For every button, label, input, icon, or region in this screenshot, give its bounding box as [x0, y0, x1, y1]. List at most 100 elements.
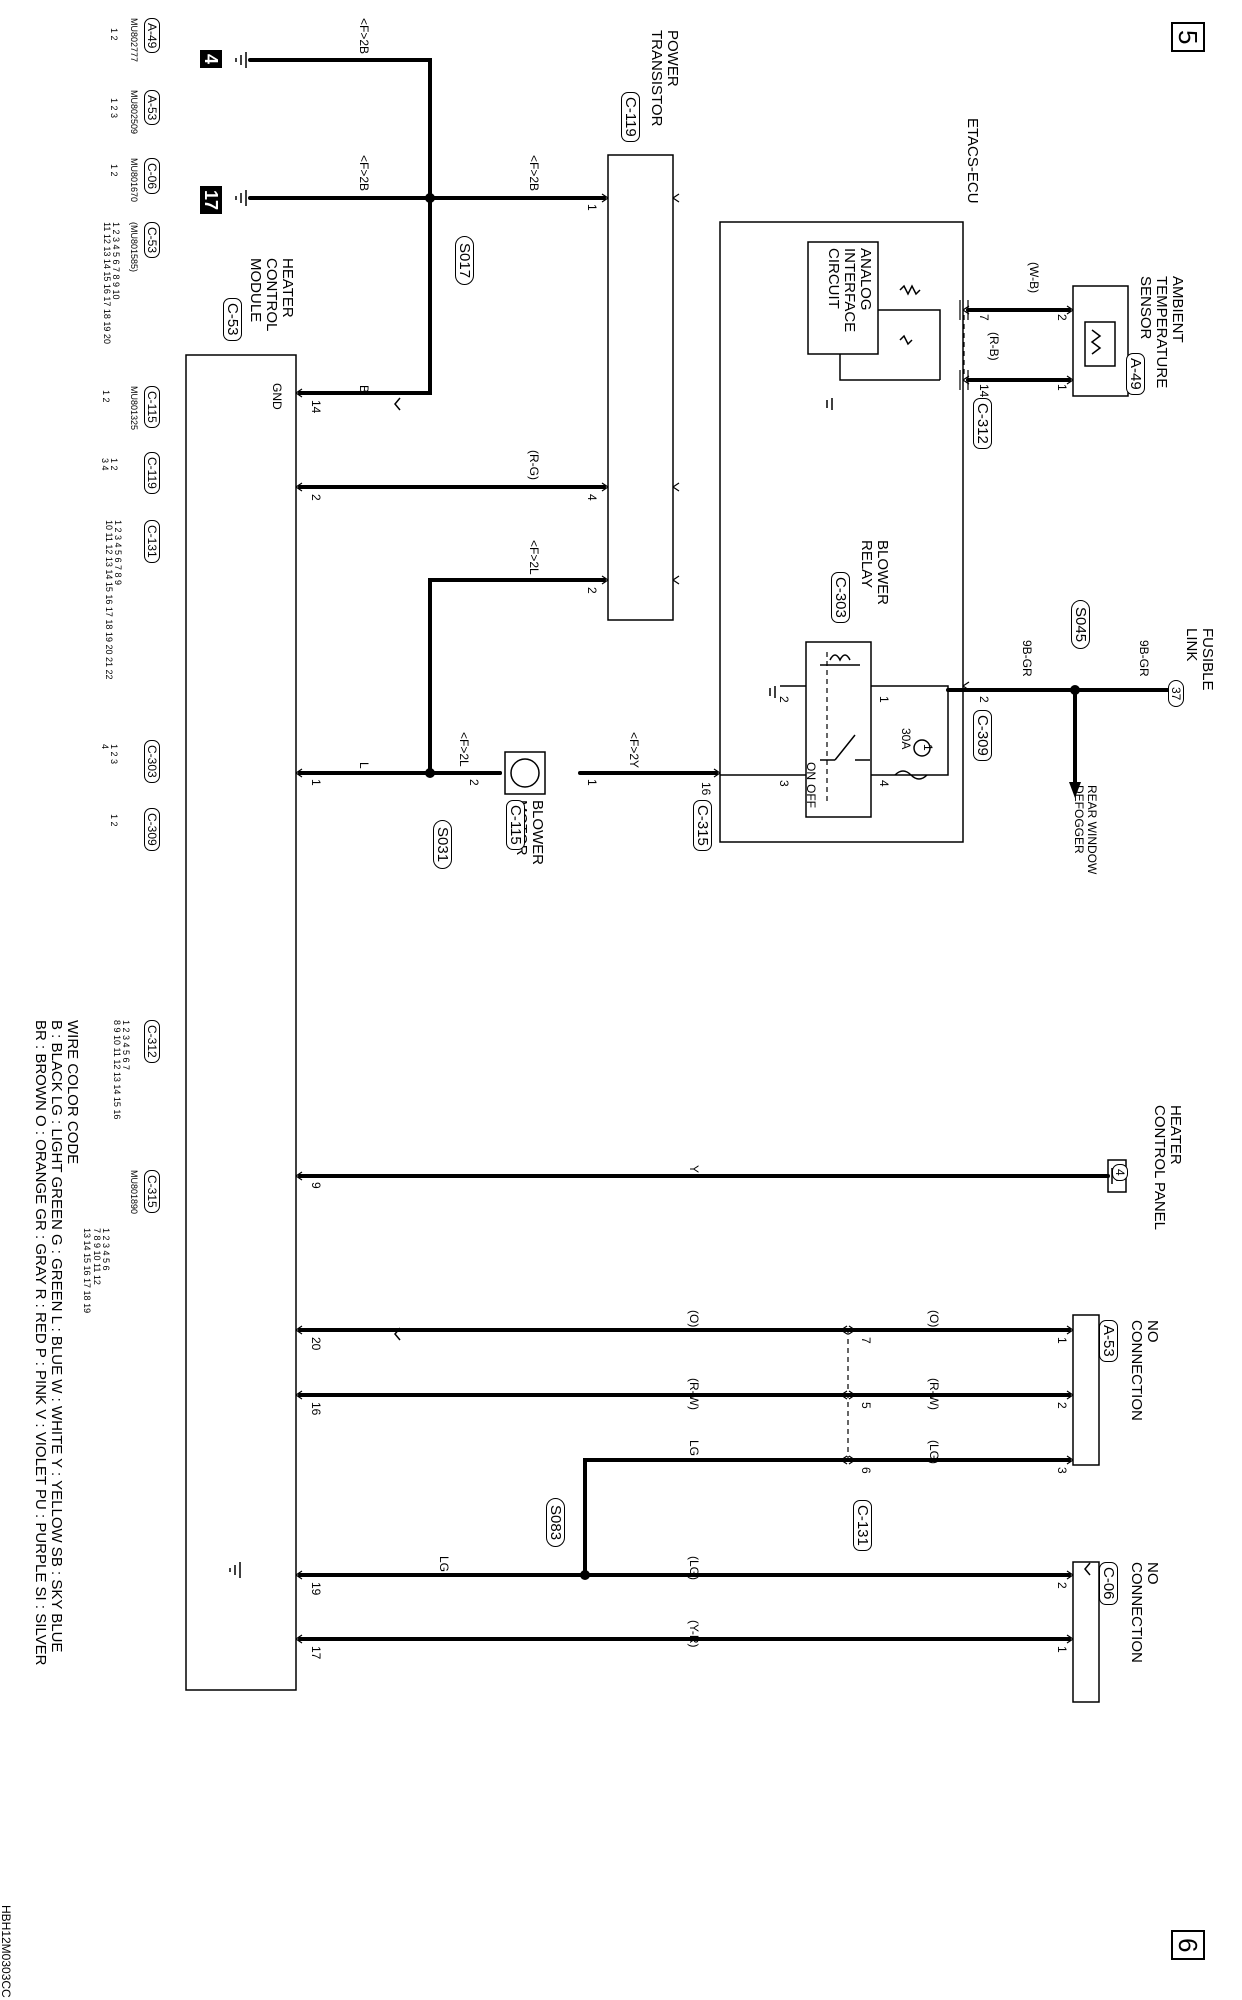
- no-connection-a53-name: NO CONNECTION: [1128, 1320, 1161, 1421]
- splice-s031-dot: [425, 768, 435, 778]
- power-transistor-frame: [607, 154, 674, 621]
- pin-mod-1: 1: [309, 779, 323, 786]
- relay-on-label: ON: [804, 762, 818, 780]
- wire-label-y: Y: [687, 1165, 701, 1174]
- pin-c06-2: 2: [1055, 1582, 1069, 1589]
- connector-c131: C-131: [853, 1500, 872, 1551]
- pin-sensor-1: 1: [1055, 384, 1069, 391]
- pin-mod-9: 9: [309, 1182, 323, 1189]
- sensor-thermistor: [1084, 321, 1116, 367]
- no-conn-c06-frame: [1072, 1561, 1100, 1703]
- legend-c309-pins: 1 2: [109, 814, 119, 827]
- power-transistor-name: POWER TRANSISTOR: [648, 30, 681, 127]
- current-arrows: [394, 397, 1091, 1576]
- page-marker-6: 6: [1171, 1930, 1205, 1961]
- no-conn-a53-frame: [1072, 1314, 1100, 1466]
- pin-relay-2: 2: [777, 696, 791, 703]
- pin-ecu-14: 14: [977, 384, 991, 398]
- relay-off-label: OFF: [804, 784, 818, 808]
- legend-c312-pins: 1 2 3 4 5 6 7 8 9 10 11 12 13 14 15 16: [111, 1020, 131, 1120]
- splice-s017-dot: [425, 193, 435, 203]
- wire-label-lg-c06: (LG): [687, 1556, 701, 1580]
- legend-c115-part: MU801325: [129, 386, 139, 431]
- pin-mod-14: 14: [309, 400, 323, 414]
- blower-relay-connector: C-303: [831, 572, 850, 623]
- no-connection-a53-connector: A-53: [1099, 1320, 1118, 1362]
- wire-label-9b-gr-top: 9B-GR: [1137, 640, 1151, 677]
- no-connection-c06-connector: C-06: [1099, 1562, 1118, 1605]
- legend-c309-code: C-309: [144, 808, 160, 851]
- ground-symbol-4: [235, 52, 247, 68]
- splice-s083-dot: [580, 1570, 590, 1580]
- wire-label-r-w-top: (R-W): [927, 1378, 941, 1410]
- legend-c131-pins: 1 2 3 4 5 6 7 8 9 10 11 12 13 14 15 16 1…: [103, 520, 123, 680]
- wire-label-lg-a53: (LG): [927, 1440, 941, 1464]
- blower-motor-connector: C-115: [506, 800, 525, 850]
- legend-c53-pins: 1 2 3 4 5 6 7 8 9 10 11 12 13 14 15 16 1…: [101, 222, 121, 344]
- heater-module-gnd: GND: [270, 383, 284, 410]
- legend-c06-code: C-06: [144, 158, 160, 195]
- no-connection-c06-name: NO CONNECTION: [1128, 1562, 1161, 1663]
- connector-c309: C-309: [973, 710, 992, 761]
- pin-ecu-7: 7: [977, 314, 991, 321]
- wire-label-r-w-bot: (R-W): [687, 1378, 701, 1410]
- legend-c53-part: (MU801585): [129, 222, 139, 273]
- wire-color-code-title: WIRE COLOR CODE: [64, 1020, 81, 1165]
- pin-pt-1: 1: [585, 204, 599, 211]
- pin-mod-17: 17: [309, 1646, 323, 1660]
- heater-module-name: HEATER CONTROL MODULE: [247, 258, 297, 332]
- etacs-ecu-frame: [719, 221, 964, 843]
- ground-symbol-17: [235, 190, 247, 206]
- ground-symbol-module: [229, 1562, 241, 1578]
- wire-label-lg-low: LG: [437, 1556, 451, 1573]
- wire-color-code-line1: B : BLACK LG : LIGHT GREEN G : GREEN L :…: [48, 1020, 65, 1653]
- pin-mod-19: 19: [309, 1582, 323, 1596]
- pin-c315-16: 16: [699, 782, 713, 796]
- legend-c115-pins: 1 2: [101, 390, 111, 403]
- etacs-ecu-name: ETACS-ECU: [964, 118, 981, 204]
- blower-relay-frame: [805, 641, 872, 818]
- legend-c303-pins: 1 2 3 4: [99, 744, 119, 765]
- ground-symbol-analog: [826, 398, 833, 410]
- wire-label-l: L: [357, 762, 371, 769]
- fusible-link-number: 37: [1168, 680, 1184, 708]
- legend-c303-code: C-303: [144, 740, 160, 783]
- pin-c131-7: 7: [859, 1337, 873, 1344]
- legend-a53-part: MU802509: [129, 90, 139, 135]
- wire-label-f2l-motor: <F>2L: [457, 732, 471, 767]
- relay-fuse-circle: [913, 739, 931, 757]
- rear-defogger-name: REAR WINDOW DEFOGGER: [1072, 785, 1099, 875]
- wire-label-f2b-pt: <F>2B: [527, 155, 541, 192]
- wire-label-f2b-mid: <F>2B: [357, 155, 371, 192]
- pin-c131-6: 6: [859, 1467, 873, 1474]
- pin-motor-2: 2: [467, 779, 481, 786]
- pin-motor-1: 1: [585, 779, 599, 786]
- wire-label-9b-gr-bot: 9B-GR: [1020, 640, 1034, 677]
- blower-motor-symbol: [510, 758, 540, 788]
- ground-4-label: 4: [200, 50, 222, 69]
- legend-a49-code: A-49: [144, 18, 160, 54]
- legend-c315-part: MU801890: [129, 1170, 139, 1215]
- pin-mod-2: 2: [309, 494, 323, 501]
- analog-resistors: [899, 284, 921, 346]
- legend-c115-code: C-115: [144, 386, 160, 428]
- wire-label-o-bot: (O): [687, 1310, 701, 1328]
- pin-c309-2: 2: [977, 696, 991, 703]
- pin-mod-16: 16: [309, 1402, 323, 1416]
- wire-label-lg-mid: LG: [687, 1440, 701, 1457]
- splice-s045: S045: [1071, 600, 1090, 650]
- relay-switch: [820, 734, 870, 761]
- splice-s017: S017: [455, 236, 474, 286]
- ambient-sensor-frame: [1072, 285, 1129, 397]
- wire-label-b: B: [357, 385, 371, 394]
- splice-s083: S083: [546, 1498, 565, 1548]
- heater-module-frame: [185, 354, 297, 1691]
- analog-circuit-name: ANALOG INTERFACE CIRCUIT: [825, 248, 875, 333]
- legend-c53-code: C-53: [144, 222, 160, 259]
- legend-c119-pins: 1 2 3 4: [99, 458, 119, 471]
- heater-panel-name: HEATER CONTROL PANEL: [1151, 1105, 1184, 1231]
- wire-label-f2l-pt: <F>2L: [527, 540, 541, 575]
- pin-c06-1: 1: [1055, 1646, 1069, 1653]
